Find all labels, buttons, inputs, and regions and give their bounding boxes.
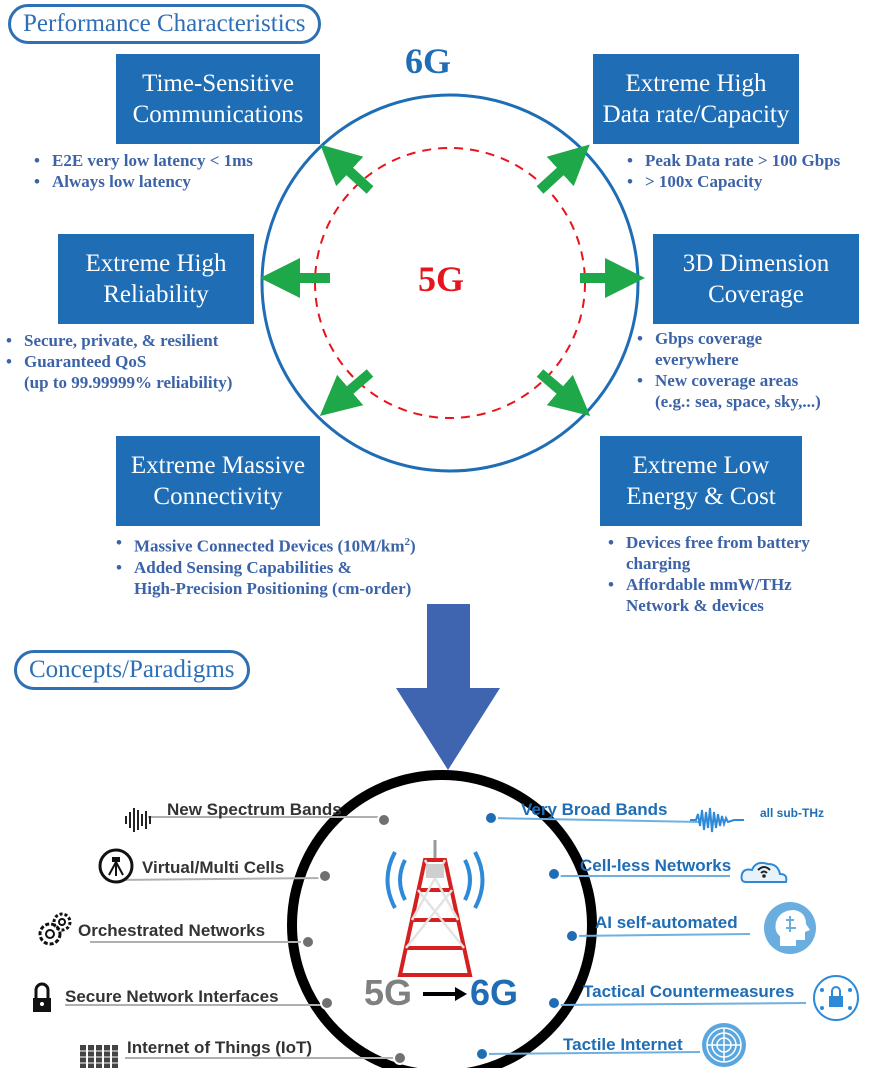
bullet-text: New coverage areas bbox=[655, 371, 799, 390]
performance-characteristics-title: Performance Characteristics bbox=[8, 4, 321, 44]
bullet-item: Added Sensing Capabilities &High-Precisi… bbox=[116, 557, 416, 599]
bullet-continuation: (up to 99.99999% reliability) bbox=[24, 373, 233, 392]
padlock-icon bbox=[33, 982, 51, 1012]
label-tactile-internet: Tactile Internet bbox=[563, 1035, 683, 1054]
bullet-end: ) bbox=[410, 536, 416, 556]
bullet-continuation: Network & devices bbox=[626, 596, 764, 615]
box-line1: Extreme Massive bbox=[130, 452, 306, 479]
bullet-item: Peak Data rate > 100 Gbps bbox=[627, 150, 840, 171]
bullet-text: Guaranteed QoS bbox=[24, 352, 147, 371]
label-all-sub-thz: all sub-THz bbox=[760, 806, 825, 820]
box-3d-coverage: 3D Dimension Coverage bbox=[653, 234, 859, 324]
label-cell-less-networks: Cell-less Networks bbox=[580, 856, 732, 875]
sound-wave-icon bbox=[125, 808, 151, 832]
label-to-6g: 6G bbox=[470, 972, 519, 1013]
bullet-text: Devices free from battery bbox=[626, 533, 810, 552]
arrow-down-right bbox=[536, 369, 591, 417]
tripod-icon bbox=[98, 848, 134, 884]
security-lock-icon bbox=[813, 975, 859, 1021]
bullet-item: Massive Connected Devices (10M/km2) bbox=[116, 532, 416, 557]
bullet-text: Massive Connected Devices (10M/km bbox=[134, 536, 405, 556]
concepts-ring bbox=[287, 770, 597, 1068]
label-internet-of-things: Internet of Things (IoT) bbox=[127, 1038, 313, 1057]
bullets-time-sensitive: E2E very low latency < 1ms Always low la… bbox=[34, 150, 253, 192]
cell-tower-icon bbox=[385, 840, 485, 977]
box-line1: 3D Dimension bbox=[682, 250, 830, 277]
bullet-item: E2E very low latency < 1ms bbox=[34, 150, 253, 171]
box-line1: Extreme Low bbox=[632, 452, 770, 479]
box-line1: Time-Sensitive bbox=[142, 70, 294, 97]
bullet-continuation: everywhere bbox=[655, 350, 739, 369]
box-reliability: Extreme High Reliability bbox=[58, 234, 254, 324]
label-new-spectrum-bands: New Spectrum Bands bbox=[167, 800, 342, 819]
box-line2: Data rate/Capacity bbox=[602, 101, 790, 128]
label-tactical-countermeasures: Tactical Countermeasures bbox=[583, 982, 795, 1001]
waveform-icon bbox=[690, 807, 744, 833]
bullet-text: Added Sensing Capabilities & bbox=[134, 557, 352, 577]
box-low-energy: Extreme Low Energy & Cost bbox=[600, 436, 802, 526]
bullets-3d-coverage: Gbps coverage everywhere New coverage are… bbox=[637, 328, 821, 412]
box-massive-connectivity: Extreme Massive Connectivity bbox=[116, 436, 320, 526]
device-grid-icon bbox=[80, 1045, 118, 1068]
box-line2: Coverage bbox=[708, 281, 804, 308]
box-line2: Connectivity bbox=[153, 483, 283, 510]
bullet-continuation: (e.g.: sea, space, sky,...) bbox=[655, 392, 821, 411]
box-line2: Reliability bbox=[103, 281, 209, 308]
superscript: 2 bbox=[404, 536, 411, 548]
label-from-5g: 5G bbox=[364, 972, 413, 1013]
box-line2: Communications bbox=[132, 101, 304, 128]
bullet-item: Gbps coverage everywhere bbox=[637, 328, 821, 370]
label-virtual-multi-cells: Virtual/Multi Cells bbox=[142, 858, 285, 877]
outer-label-6g: 6G bbox=[405, 41, 452, 81]
bullet-continuation: charging bbox=[626, 554, 691, 573]
box-time-sensitive: Time-Sensitive Communications bbox=[116, 54, 320, 144]
arrow-up-left bbox=[320, 144, 374, 194]
bullet-item: Devices free from battery charging bbox=[608, 532, 810, 574]
concepts-paradigms-title: Concepts/Paradigms bbox=[14, 650, 250, 690]
label-secure-network-interfaces: Secure Network Interfaces bbox=[65, 987, 279, 1006]
bullet-item: Secure, private, & resilient bbox=[6, 330, 232, 351]
label-very-broad-bands: Very Broad Bands bbox=[521, 800, 668, 819]
arrow-up-right bbox=[536, 144, 590, 194]
fingerprint-icon bbox=[702, 1023, 746, 1067]
gears-icon bbox=[38, 912, 72, 946]
performance-diagram bbox=[260, 93, 645, 473]
bullet-text: Affordable mmW/THz bbox=[626, 575, 792, 594]
box-data-rate: Extreme High Data rate/Capacity bbox=[593, 54, 799, 144]
bullet-text: Gbps coverage bbox=[655, 329, 763, 348]
label-ai-self-automated: AI self-automated bbox=[595, 913, 738, 932]
box-line1: Extreme High bbox=[85, 250, 227, 277]
box-line2: Energy & Cost bbox=[626, 483, 776, 510]
bullets-reliability: Secure, private, & resilient Guaranteed … bbox=[6, 330, 232, 393]
bullets-massive-connectivity: Massive Connected Devices (10M/km2) Adde… bbox=[116, 532, 416, 599]
cloud-wifi-icon bbox=[740, 861, 788, 883]
box-line1: Extreme High bbox=[625, 70, 767, 97]
arrow-down-left bbox=[319, 369, 374, 417]
ai-head-icon bbox=[764, 902, 816, 954]
bullet-item: New coverage areas (e.g.: sea, space, sky… bbox=[637, 370, 821, 412]
bullets-low-energy: Devices free from battery charging Afford… bbox=[608, 532, 810, 616]
bullet-item: Always low latency bbox=[34, 171, 253, 192]
bullet-continuation: High-Precision Positioning (cm-order) bbox=[134, 578, 412, 598]
inner-label-5g: 5G bbox=[418, 259, 465, 299]
bullet-item: Guaranteed QoS (up to 99.99999% reliabili… bbox=[6, 351, 232, 393]
label-orchestrated-networks: Orchestrated Networks bbox=[78, 921, 266, 940]
bullets-data-rate: Peak Data rate > 100 Gbps > 100x Capacit… bbox=[627, 150, 840, 192]
bullet-item: > 100x Capacity bbox=[627, 171, 840, 192]
